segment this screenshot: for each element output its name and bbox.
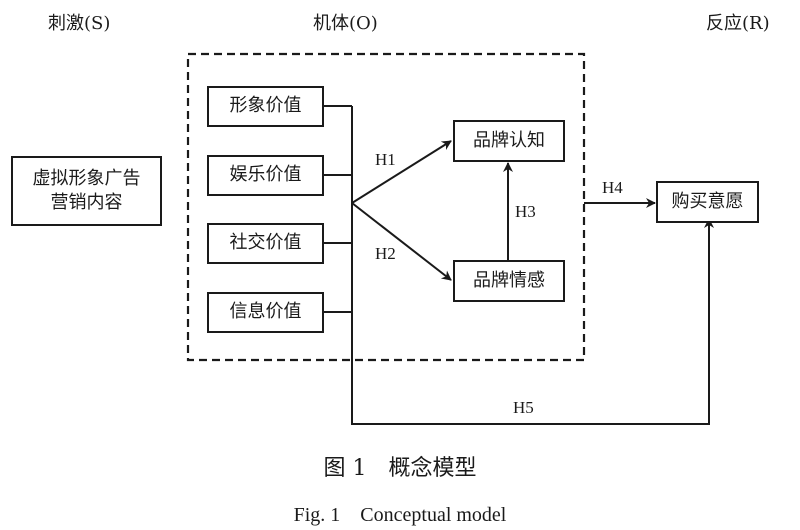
image-value-box: 形象价值 <box>207 86 324 127</box>
caption-en: Fig. 1 Conceptual model <box>293 504 507 526</box>
ad-content-box: 虚拟形象广告营销内容 <box>11 156 162 226</box>
h2-arrow <box>351 202 452 281</box>
brand-cognition-box: 品牌认知 <box>453 120 565 162</box>
ad-content-label: 虚拟形象广告营销内容 <box>32 167 141 213</box>
h1-arrow <box>351 140 452 204</box>
entertainment-value-label: 娱乐价值 <box>229 164 302 186</box>
response-header: 反应(R) <box>706 13 770 34</box>
h2-label: H2 <box>375 244 396 263</box>
entertainment-value-box: 娱乐价值 <box>207 155 324 196</box>
information-value-label: 信息价值 <box>229 301 302 323</box>
brand-emotion-label: 品牌情感 <box>473 269 545 291</box>
h4-label: H4 <box>602 178 623 197</box>
h5-path <box>351 106 710 425</box>
h1-label: H1 <box>375 150 396 169</box>
brand-cognition-label: 品牌认知 <box>473 129 545 151</box>
image-value-label: 形象价值 <box>229 95 302 117</box>
brand-emotion-box: 品牌情感 <box>453 260 565 302</box>
information-value-box: 信息价值 <box>207 292 324 333</box>
social-value-box: 社交价值 <box>207 223 324 264</box>
stimulus-header: 刺激(S) <box>48 13 111 34</box>
purchase-intention-label: 购买意愿 <box>671 190 744 212</box>
caption-zh: 图 1 概念模型 <box>323 456 477 481</box>
h3-label: H3 <box>515 202 536 221</box>
organism-header: 机体(O) <box>313 13 378 34</box>
h5-label: H5 <box>513 398 534 417</box>
organism-dashed-boundary <box>186 52 586 362</box>
social-value-label: 社交价值 <box>229 232 302 254</box>
purchase-intention-box: 购买意愿 <box>656 181 759 223</box>
